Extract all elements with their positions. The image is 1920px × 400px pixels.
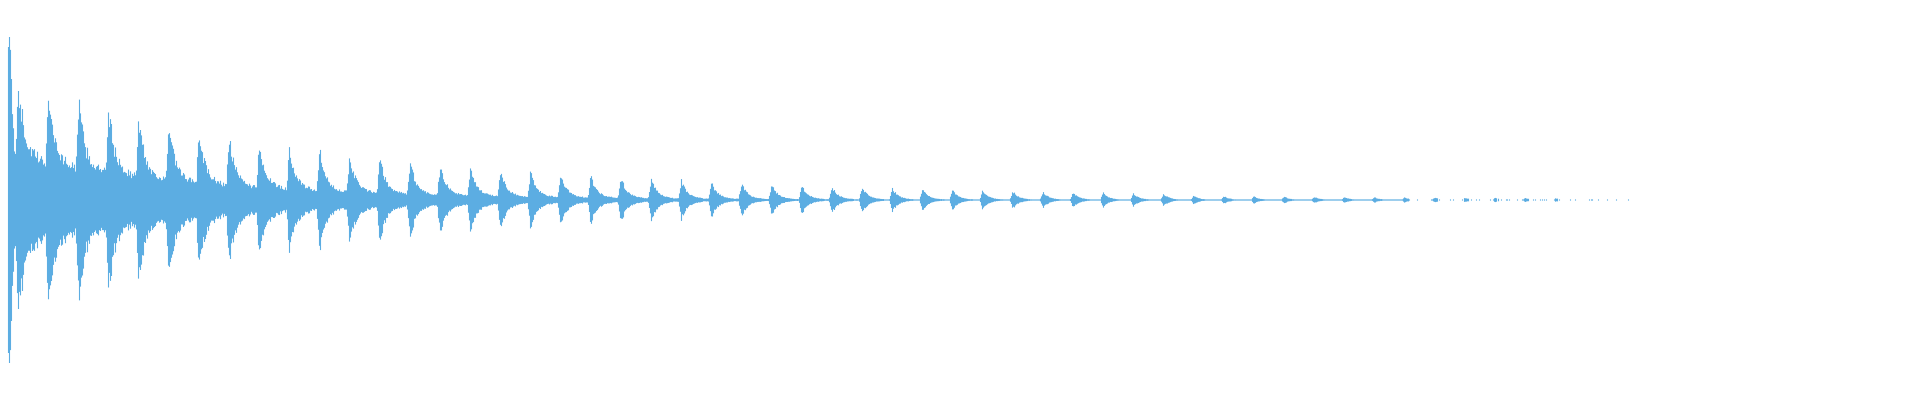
waveform-bars xyxy=(7,37,1630,363)
